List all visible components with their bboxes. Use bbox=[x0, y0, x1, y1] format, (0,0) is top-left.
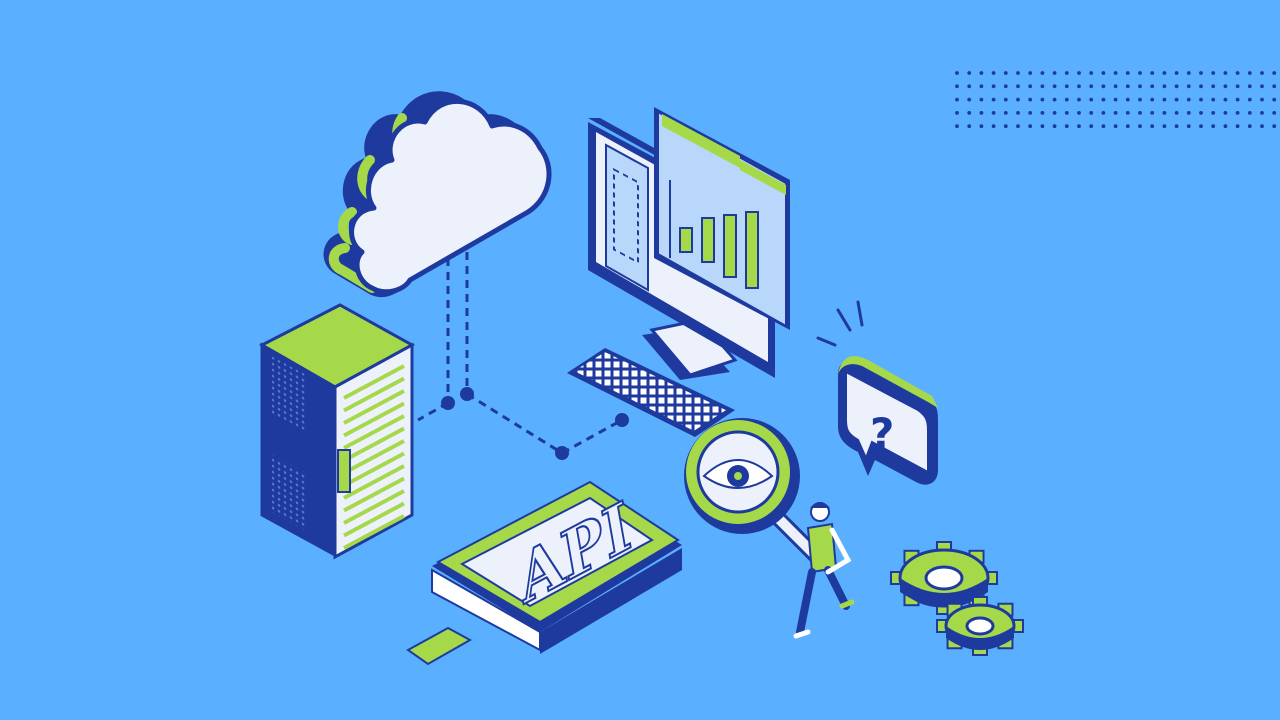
person-icon bbox=[793, 502, 855, 639]
gear-icon bbox=[890, 541, 1024, 656]
monitor-icon bbox=[588, 107, 790, 380]
api-book-icon: API bbox=[406, 480, 682, 666]
network-connector bbox=[417, 252, 623, 455]
network-nodes bbox=[441, 387, 629, 460]
dot-grid bbox=[955, 71, 1277, 129]
help-question-mark: ? bbox=[870, 409, 894, 458]
cloud-icon bbox=[323, 91, 552, 298]
bar-chart-icon bbox=[654, 107, 790, 330]
magnifier-eye-icon bbox=[684, 418, 830, 570]
question-bubble-icon: ? bbox=[816, 300, 938, 485]
server-rack-icon bbox=[258, 303, 416, 560]
keyboard-icon bbox=[567, 348, 735, 437]
